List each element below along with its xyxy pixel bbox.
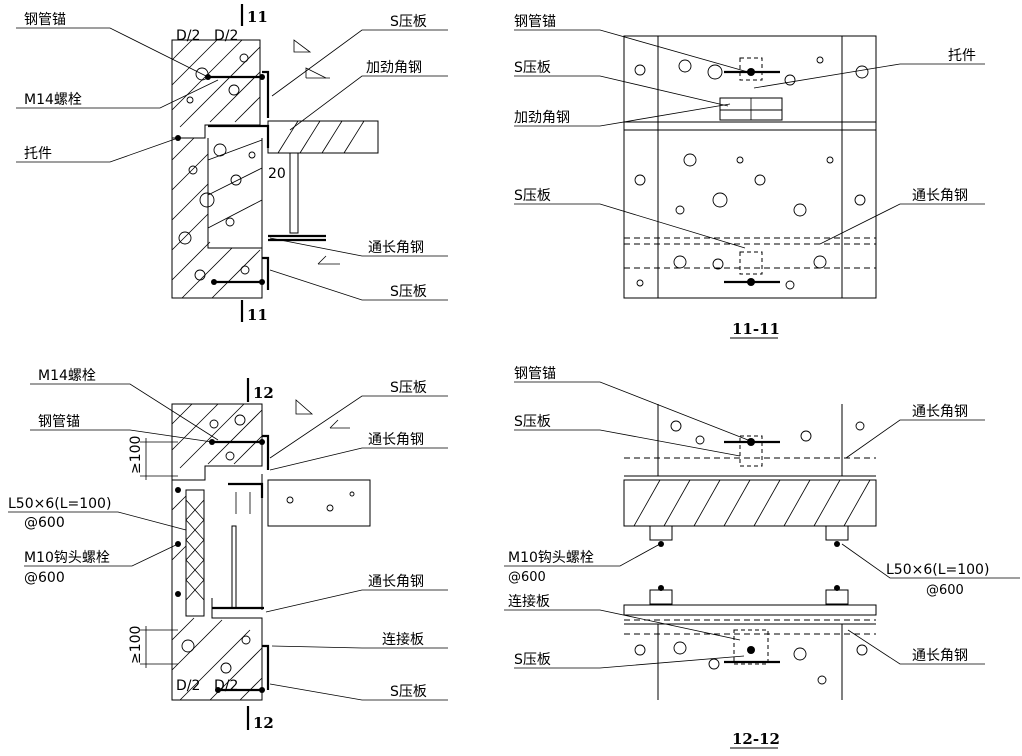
d1-cut-top: 11 xyxy=(247,8,268,26)
d4-label-spacing-1: @600 xyxy=(508,570,546,585)
d1-label-s-plate-top: S压板 xyxy=(390,14,427,30)
d3-label-angle-top: 通长角钢 xyxy=(368,432,424,448)
d3-label-angle-l50: L50×6(L=100) xyxy=(8,496,111,512)
d4-label-angle-top: 通长角钢 xyxy=(912,404,968,420)
d2-label-anchor: 钢管锚 xyxy=(514,14,556,30)
d4-label-anchor: 钢管锚 xyxy=(514,366,556,382)
d3-dim-ge100-bottom: ≥100 xyxy=(128,626,144,664)
d1-label-stiffener: 加劲角钢 xyxy=(366,60,422,76)
d1-label-angle: 通长角钢 xyxy=(368,240,424,256)
d4-label-m10-hook-bolt: M10钩头螺栓 xyxy=(508,550,594,566)
d1-dim-20: 20 xyxy=(268,166,286,182)
d4-label-s-plate-top: S压板 xyxy=(514,414,551,430)
drawing-2-section-11-11: 钢管锚 S压板 加劲角钢 托件 S压板 通长角钢 11-11 xyxy=(514,14,985,339)
d2-label-bracket: 托件 xyxy=(948,48,976,64)
d4-label-angle-l50: L50×6(L=100) xyxy=(886,562,989,578)
d3-dim-d2-right: D/2 xyxy=(214,678,238,694)
d3-dim-d2-left: D/2 xyxy=(176,678,200,694)
d2-aggregate xyxy=(634,56,869,290)
d4-slab-hatch xyxy=(633,479,871,527)
d4-aggregate-bottom xyxy=(634,641,868,685)
d1-cut-bottom: 11 xyxy=(247,306,268,324)
d4-label-connect-plate: 连接板 xyxy=(508,593,550,610)
d3-label-s-plate-top: S压板 xyxy=(390,380,427,396)
d3-label-s-plate-bottom: S压板 xyxy=(390,684,427,700)
wall-hatch xyxy=(171,39,263,299)
d2-label-angle: 通长角钢 xyxy=(912,188,968,204)
d1-label-s-plate-bottom: S压板 xyxy=(390,284,427,300)
d4-section-title: 12-12 xyxy=(732,730,780,748)
d3-label-connect-plate: 连接板 xyxy=(382,631,424,648)
d3-label-angle-bottom: 通长角钢 xyxy=(368,574,424,590)
d1-dim-d2-right: D/2 xyxy=(214,28,238,44)
d1-label-anchor: 钢管锚 xyxy=(24,12,66,28)
slab-hatch-3 xyxy=(286,491,355,512)
d2-label-stiffener: 加劲角钢 xyxy=(514,110,570,126)
slab-hatch xyxy=(277,120,365,154)
drawing-1-vertical-section: 11 11 D/2 D/2 20 钢管锚 M14螺栓 托件 S压板 加劲角钢 通… xyxy=(16,4,448,324)
d3-label-anchor: 钢管锚 xyxy=(38,414,80,430)
d2-label-s-plate-2: S压板 xyxy=(514,188,551,204)
wall-aggregate xyxy=(178,53,256,281)
d4-label-angle-bottom: 通长角钢 xyxy=(912,648,968,664)
d3-cut-bottom: 12 xyxy=(253,714,274,732)
d4-aggregate-top xyxy=(670,420,865,445)
d3-dim-ge100-top: ≥100 xyxy=(128,436,144,474)
d3-label-m10-hook-bolt: M10钩头螺栓 xyxy=(24,550,110,566)
d1-label-m14-bolt: M14螺栓 xyxy=(24,92,82,108)
d2-label-s-plate: S压板 xyxy=(514,60,551,76)
drawing-3-vertical-section: 12 12 ≥100 ≥100 D/2 D/2 M14螺栓 钢管锚 L50×6(… xyxy=(8,368,448,732)
d2-section-title: 11-11 xyxy=(732,320,780,338)
d3-label-m14-bolt: M14螺栓 xyxy=(38,368,96,384)
d3-label-spacing-2: @600 xyxy=(24,570,65,586)
drawing-4-section-12-12: 钢管锚 S压板 通长角钢 M10钩头螺栓 @600 L50×6(L=100) @… xyxy=(504,366,1020,749)
d1-dim-d2-left: D/2 xyxy=(176,28,200,44)
d3-cut-top: 12 xyxy=(253,384,274,402)
d3-label-spacing-1: @600 xyxy=(24,515,65,531)
cross-hatch-block xyxy=(185,499,205,601)
d4-label-s-plate-bottom: S压板 xyxy=(514,652,551,668)
wall-aggregate-3 xyxy=(181,414,251,674)
d4-label-spacing-2: @600 xyxy=(926,583,964,598)
d1-label-bracket: 托件 xyxy=(24,146,52,162)
